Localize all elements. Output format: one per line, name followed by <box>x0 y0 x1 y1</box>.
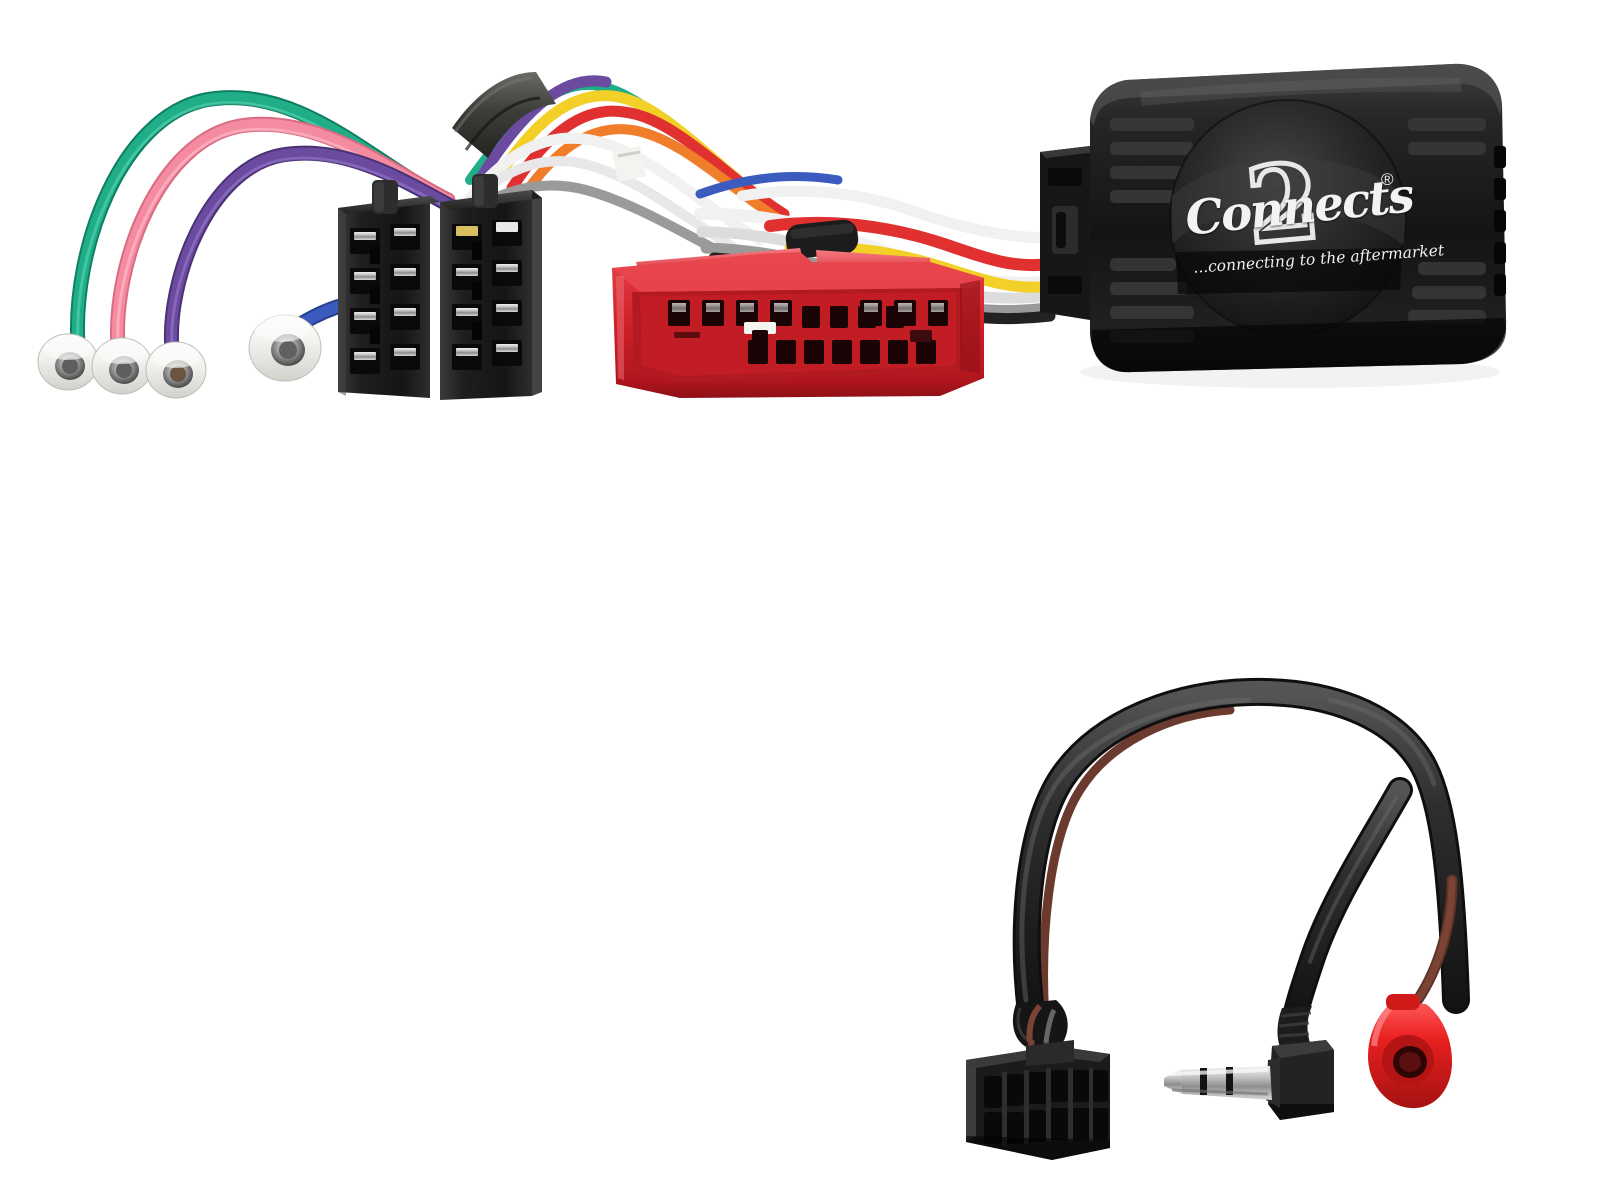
wire-loom-left <box>70 90 470 358</box>
logo-tagline: ...connecting to the aftermarket <box>1192 241 1445 277</box>
module-input-shroud <box>1040 146 1096 320</box>
cable-breakout <box>1012 1000 1068 1075</box>
loom-wires-lower <box>694 172 1058 325</box>
red-bullet-terminal <box>1368 994 1452 1109</box>
bullet-terminal-blue <box>248 314 322 382</box>
registered-mark-icon: ® <box>1381 170 1394 189</box>
loom-wires-upper <box>447 75 795 275</box>
iso-connector-a <box>338 180 440 398</box>
red-vehicle-connector <box>612 248 984 398</box>
logo-numeral: 2 <box>1239 137 1327 271</box>
iso-connector-b <box>440 174 542 400</box>
bullet-terminal-cluster <box>37 333 207 399</box>
loom-tape-wrap <box>452 72 556 158</box>
molex-connector <box>966 1003 1110 1160</box>
logo-wordmark: Connects <box>1182 168 1416 247</box>
interface-module <box>1080 63 1507 388</box>
jack-plug-3-5mm <box>1164 1006 1334 1120</box>
brand-logo: 2 Connects ® ...connecting to the afterm… <box>1182 137 1445 285</box>
patch-lead-cables <box>1012 677 1470 1035</box>
loom-splice-sleeve <box>612 146 859 259</box>
